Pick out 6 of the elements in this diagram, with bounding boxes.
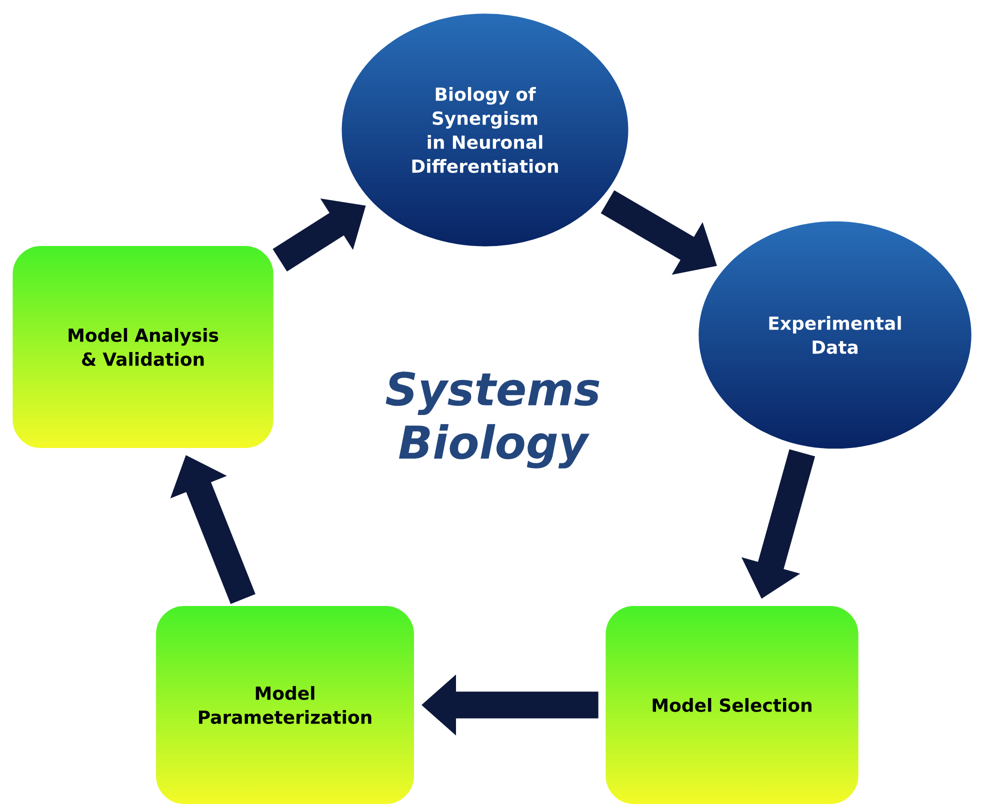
- center-title: Systems Biology: [386, 372, 600, 468]
- process-box: Model Parameterization: [154, 604, 416, 806]
- ellipse-node: Biology of Synergism in Neuronal Differentiation: [340, 12, 630, 248]
- process-box: Model Selection: [604, 604, 860, 806]
- process-box: Model Analysis & Validation: [10, 244, 276, 450]
- ellipse-node: Experimental Data: [696, 219, 974, 451]
